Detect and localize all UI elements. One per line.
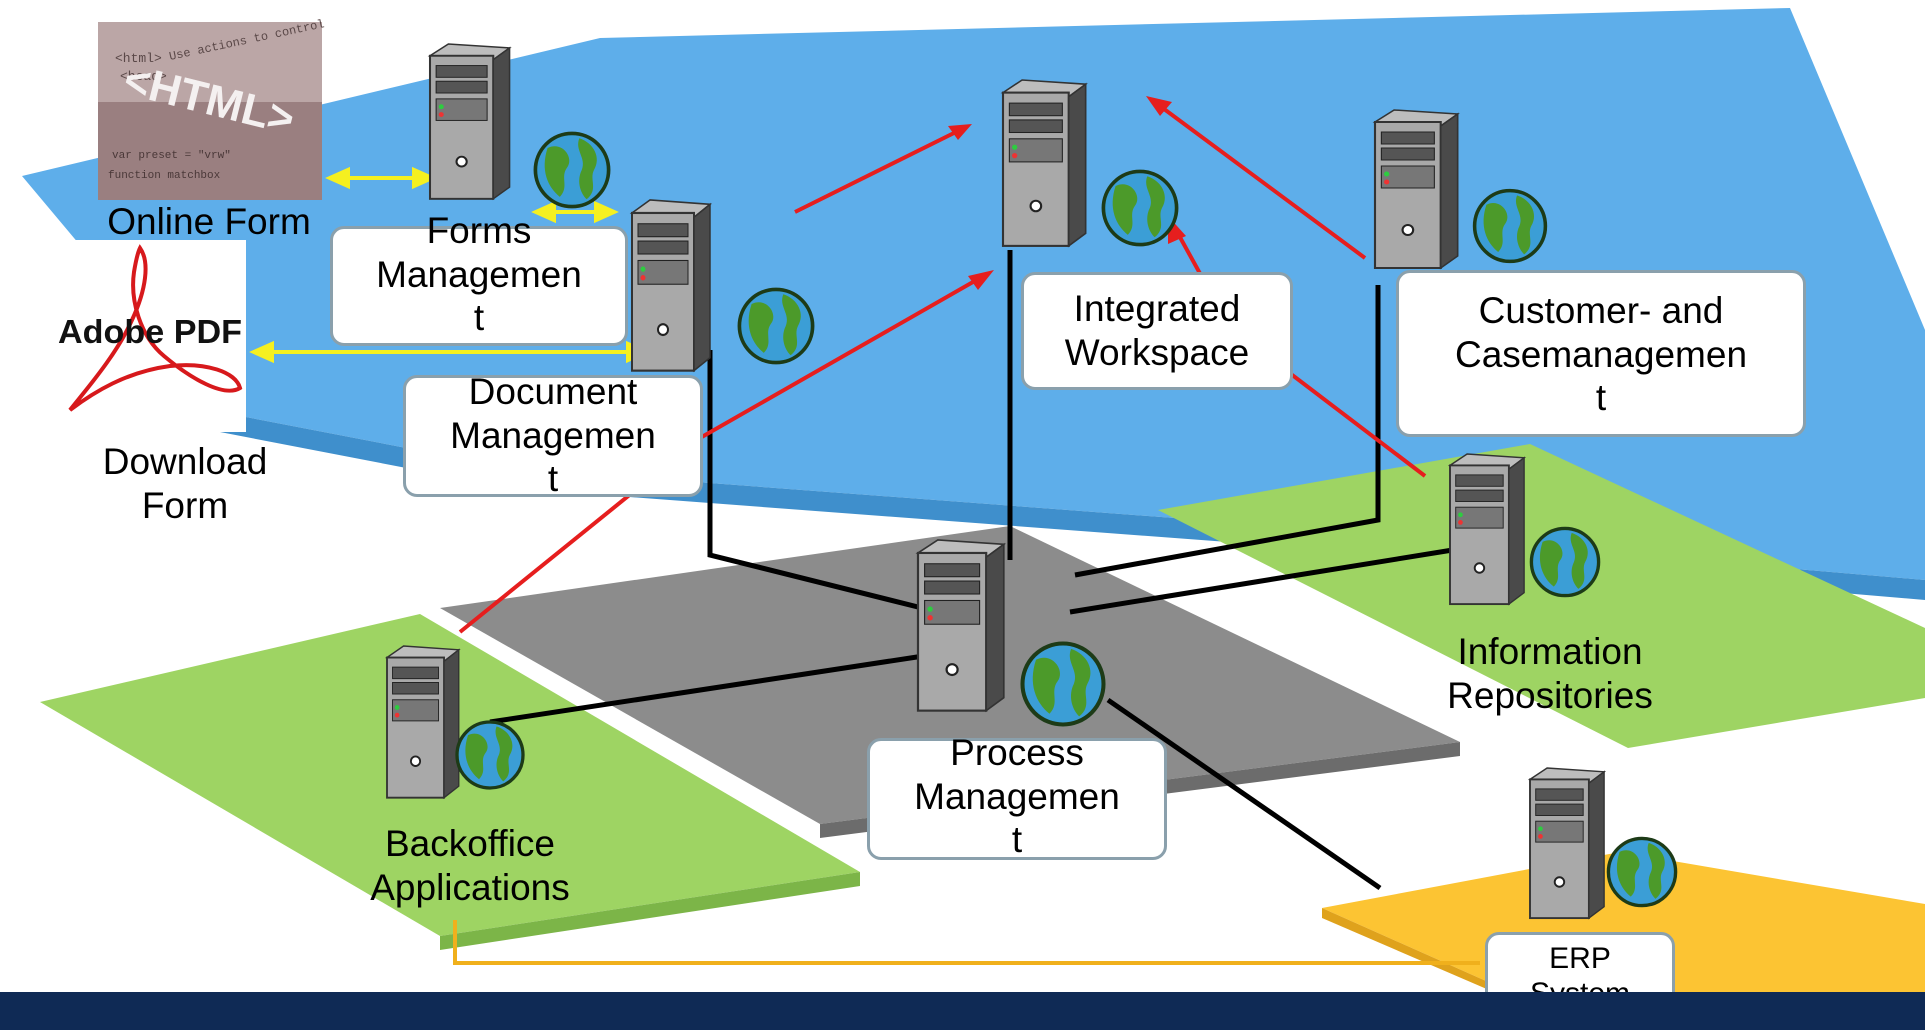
server-icon-erp: [1529, 767, 1678, 920]
document-management-label: Document Managemen t: [450, 371, 656, 500]
html-logo: <html> <head> Use actions to control var…: [98, 17, 326, 200]
customer-case-management-box: Customer- and Casemanagemen t: [1396, 270, 1806, 437]
online-form-label: Online Form: [107, 201, 311, 242]
integrated-workspace-box: Integrated Workspace: [1021, 272, 1293, 390]
document-management-box: Document Managemen t: [403, 371, 703, 499]
pdf-logo: Adobe PDF: [56, 240, 246, 432]
svg-text:function matchbox: function matchbox: [108, 170, 221, 182]
information-repositories-label: Information Repositories: [1447, 631, 1653, 716]
footer-bar: [0, 992, 1925, 1030]
svg-text:var preset = "vrw": var preset = "vrw": [112, 150, 231, 162]
black-links: [489, 250, 1466, 891]
customer-case-management-label: Customer- and Casemanagemen t: [1454, 290, 1748, 419]
download-form-label: Download Form: [102, 441, 268, 526]
integrated-workspace-label: Integrated Workspace: [1064, 288, 1250, 373]
backoffice-applications-label: Backoffice Applications: [370, 823, 570, 908]
green-plane-right: [1158, 444, 1925, 748]
svg-text:<html>: <html>: [115, 51, 162, 66]
forms-management-label: Forms Managemen t: [376, 210, 582, 339]
pdf-logo-text: Adobe PDF: [58, 313, 242, 350]
link-backoffice-erp: [453, 920, 1480, 965]
forms-management-box: Forms Managemen t: [330, 210, 628, 346]
svg-text:<head>: <head>: [120, 69, 167, 84]
process-management-label: Process Managemen t: [914, 732, 1120, 861]
process-management-box: Process Managemen t: [867, 732, 1167, 860]
